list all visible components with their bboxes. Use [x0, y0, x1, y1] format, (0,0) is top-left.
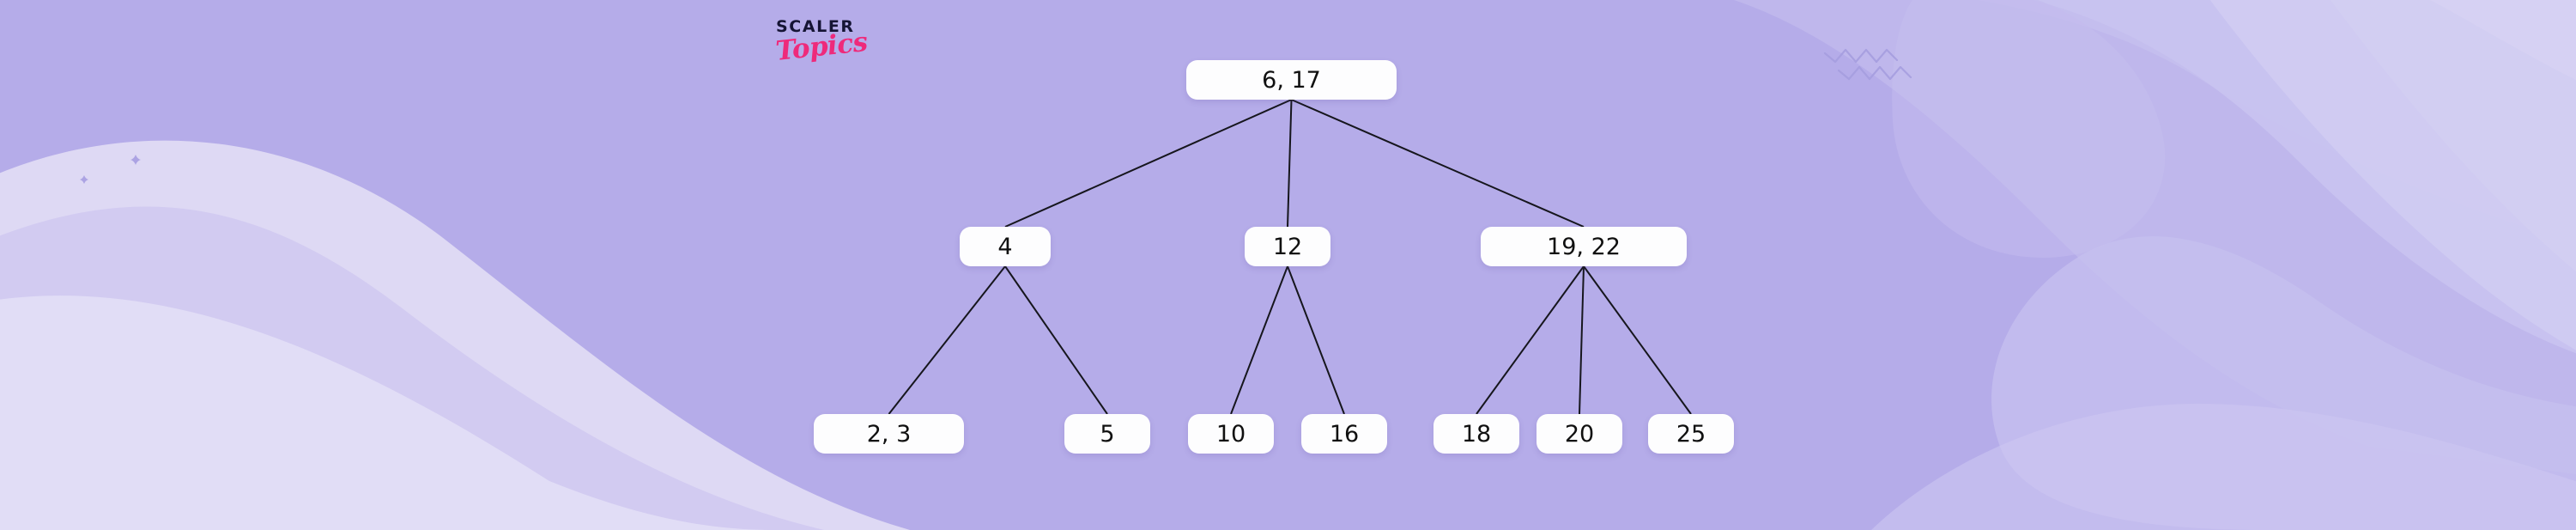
tree-node-l20: 20 — [1537, 414, 1622, 454]
tree-node-n4: 4 — [960, 227, 1051, 266]
tree-edge-n1922-to-l18 — [1476, 265, 1585, 415]
tree-node-label: 6, 17 — [1262, 66, 1321, 94]
tree-node-label: 18 — [1461, 420, 1492, 448]
scaler-topics-logo: SCALER Topics — [774, 17, 896, 72]
tree-node-label: 10 — [1215, 420, 1246, 448]
tree-node-l23: 2, 3 — [814, 414, 964, 454]
tree-edge-root-to-n4 — [1004, 99, 1292, 228]
tree-node-label: 4 — [997, 233, 1013, 260]
tree-node-label: 20 — [1564, 420, 1595, 448]
tree-node-label: 2, 3 — [866, 420, 912, 448]
tree-edge-n1922-to-l20 — [1579, 265, 1585, 415]
tree-edge-n1922-to-l25 — [1583, 265, 1692, 415]
tree-node-l10: 10 — [1188, 414, 1274, 454]
tree-node-label: 25 — [1676, 420, 1706, 448]
tree-edge-n4-to-l5 — [1004, 265, 1108, 415]
tree-node-l18: 18 — [1433, 414, 1519, 454]
logo-word-topics: Topics — [774, 26, 870, 67]
tree-edge-root-to-n1922 — [1291, 99, 1585, 228]
logo-word-scaler: SCALER — [776, 17, 855, 36]
tree-edge-root-to-n12 — [1287, 99, 1293, 228]
tree-edge-n12-to-l10 — [1230, 265, 1288, 415]
tree-edge-n12-to-l16 — [1287, 265, 1345, 415]
tree-node-n12: 12 — [1245, 227, 1330, 266]
tree-node-label: 16 — [1329, 420, 1360, 448]
tree-node-label: 5 — [1100, 420, 1115, 448]
tree-node-n1922: 19, 22 — [1481, 227, 1687, 266]
tree-node-l16: 16 — [1301, 414, 1387, 454]
tree-node-root: 6, 17 — [1186, 60, 1397, 100]
tree-edge-n4-to-l23 — [888, 265, 1006, 415]
tree-node-label: 19, 22 — [1547, 233, 1621, 260]
tree-node-l25: 25 — [1648, 414, 1734, 454]
tree-node-l5: 5 — [1064, 414, 1150, 454]
tree-node-label: 12 — [1272, 233, 1303, 260]
